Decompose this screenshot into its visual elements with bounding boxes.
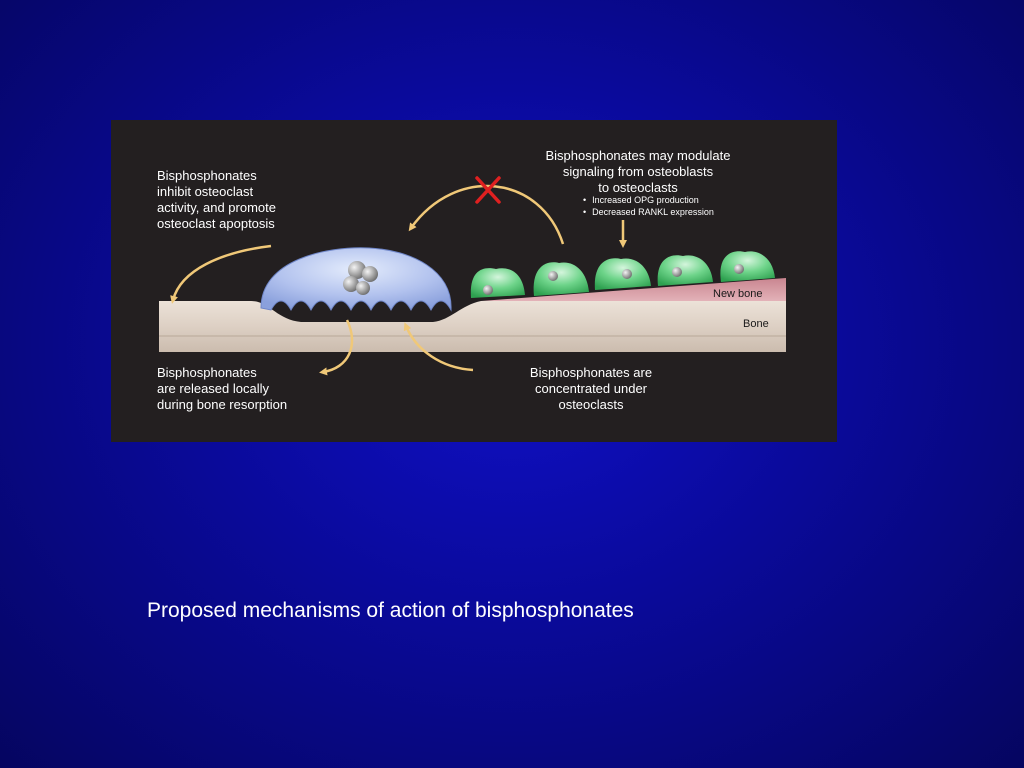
osteoblast-cell [470,268,525,298]
blocked-x-icon [475,176,501,204]
bisphosphonate-mechanism-diagram: Bisphosphonates inhibit osteoclast activ… [111,120,837,442]
curved-arrow-release [319,319,354,376]
label-bone: Bone [743,318,769,330]
label-concentrated-under: Bisphosphonates are concentrated under o… [491,365,691,413]
bullet-item: Increased OPG production [583,194,714,206]
label-line: Bisphosphonates may modulate [545,148,731,163]
modulate-bullet-list: Increased OPG production Decreased RANKL… [583,194,714,218]
osteoblast-cell [720,251,775,282]
osteoblast-cell [594,258,651,290]
slide-caption: Proposed mechanisms of action of bisphos… [147,599,634,622]
label-line: to osteoclasts [598,180,678,195]
osteoclast-nucleus [362,266,378,282]
osteoclast-nucleus [356,281,370,295]
curved-arrow-concentrate [403,322,474,372]
osteoclast-nucleus [348,261,366,279]
label-inhibit-osteoclast: Bisphosphonates inhibit osteoclast activ… [157,168,276,232]
label-line: Bisphosphonates are [529,365,653,380]
osteoblast-cell [533,262,589,296]
curved-arrow-osteoblast-signal [408,184,565,245]
label-line: Bisphosphonates [157,365,257,380]
label-line: signaling from osteoblasts [562,164,714,179]
osteoclast-cell [260,247,452,312]
osteoclast-nucleus [343,276,359,292]
curved-arrow-to-osteoclast [170,244,272,304]
bullet-item: Decreased RANKL expression [583,206,714,218]
label-line: during bone resorption [157,397,288,412]
new-bone-layer [481,278,786,301]
label-line: osteoclast apoptosis [157,216,275,231]
label-line: osteoclasts [558,397,624,412]
label-modulate-signaling: Bisphosphonates may modulate signaling f… [503,148,773,196]
label-new-bone: New bone [713,288,763,300]
diagram-illustration [159,176,786,376]
bone-layer [159,301,786,352]
osteoblast-cell [657,255,713,286]
label-line: are released locally [157,381,270,396]
label-released-locally: Bisphosphonates are released locally dur… [157,365,287,413]
label-line: activity, and promote [157,200,276,215]
label-line: Bisphosphonates [157,168,257,183]
label-line: concentrated under [534,381,648,396]
label-line: inhibit osteoclast [157,184,254,199]
